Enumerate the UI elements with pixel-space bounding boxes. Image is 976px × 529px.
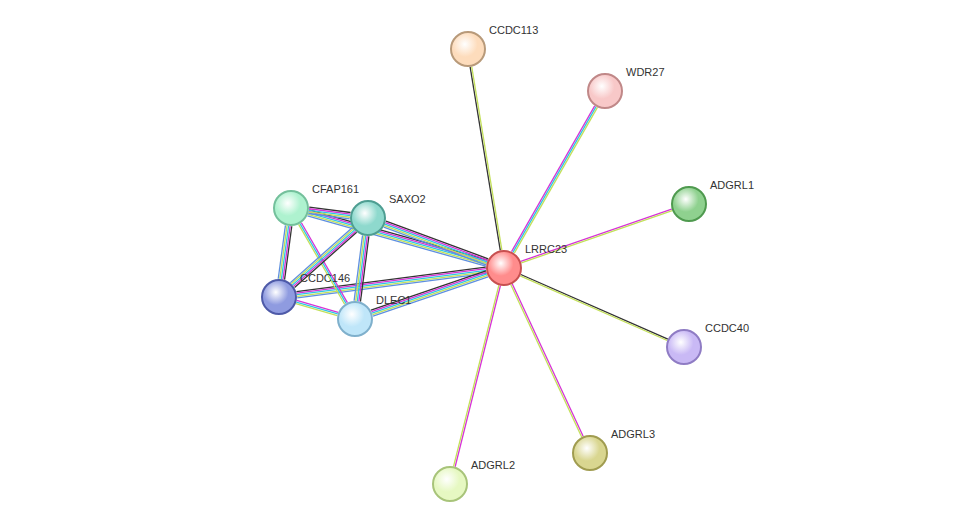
evidence-line — [281, 226, 288, 279]
protein-node: CCDC40 — [666, 329, 702, 365]
evidence-line — [297, 300, 338, 312]
evidence-line — [512, 284, 583, 436]
evidence-line — [280, 226, 287, 279]
protein-label: SAXO2 — [389, 192, 426, 206]
interaction-edge — [296, 300, 338, 315]
evidence-line — [372, 274, 487, 313]
evidence-line — [385, 223, 487, 261]
evidence-line — [385, 224, 487, 262]
interaction-edge — [512, 106, 598, 253]
evidence-line — [512, 106, 595, 252]
evidence-line — [454, 285, 499, 466]
evidence-line — [307, 216, 485, 266]
evidence-line — [296, 302, 337, 314]
protein-label: CCDC113 — [489, 23, 538, 37]
interaction-edge — [384, 221, 488, 265]
protein-node: ADGRL3 — [572, 435, 608, 471]
protein-label: ADGRL3 — [611, 427, 655, 441]
evidence-line — [296, 304, 337, 316]
protein-label: CCDC146 — [300, 271, 350, 285]
protein-node: CCDC146 — [261, 279, 297, 315]
evidence-line — [513, 107, 596, 253]
interaction-edge — [371, 271, 488, 316]
evidence-line — [354, 235, 362, 300]
evidence-line — [521, 211, 672, 263]
protein-label: LRRC23 — [525, 242, 567, 256]
protein-label: ADGRL2 — [471, 458, 515, 472]
evidence-line — [308, 214, 486, 264]
evidence-line — [384, 227, 486, 265]
evidence-line — [356, 236, 364, 301]
evidence-line — [521, 275, 668, 340]
interaction-edge — [470, 67, 502, 251]
interaction-edge — [308, 207, 350, 219]
protein-label: WDR27 — [626, 65, 665, 79]
interaction-edge — [307, 210, 487, 266]
evidence-line — [373, 275, 488, 314]
evidence-line — [308, 213, 349, 218]
protein-node: SAXO2 — [350, 200, 386, 236]
evidence-line — [371, 271, 486, 310]
evidence-line — [292, 230, 354, 285]
evidence-line — [295, 232, 357, 287]
evidence-line — [470, 67, 500, 250]
protein-node: ADGRL2 — [432, 466, 468, 502]
evidence-line — [511, 285, 582, 437]
evidence-line — [514, 107, 597, 253]
interaction-edge — [354, 235, 369, 301]
evidence-line — [373, 277, 488, 316]
protein-label: CCDC40 — [705, 321, 749, 335]
interaction-edge — [290, 228, 356, 288]
interaction-edge — [278, 225, 292, 279]
evidence-line — [472, 67, 502, 250]
protein-node: CCDC113 — [450, 31, 486, 67]
protein-label: CFAP161 — [312, 182, 359, 196]
interaction-edge — [521, 209, 673, 263]
protein-node: LRRC23 — [486, 250, 522, 286]
evidence-line — [294, 231, 356, 286]
protein-node: WDR27 — [587, 73, 623, 109]
evidence-line — [301, 223, 347, 303]
protein-label: DLEC1 — [376, 293, 411, 307]
evidence-line — [384, 226, 486, 264]
protein-node: CFAP161 — [273, 190, 309, 226]
interaction-edge — [299, 223, 348, 304]
protein-node: ADGRL1 — [671, 186, 707, 222]
evidence-line — [455, 286, 500, 467]
evidence-line — [278, 225, 285, 278]
evidence-line — [521, 209, 672, 261]
evidence-line — [300, 224, 346, 304]
evidence-line — [520, 276, 667, 341]
interaction-edge — [511, 284, 583, 437]
interaction-edge — [454, 285, 501, 466]
protein-label: ADGRL1 — [710, 178, 754, 192]
evidence-line — [372, 272, 487, 311]
evidence-line — [386, 221, 488, 259]
protein-node: DLEC1 — [337, 301, 373, 337]
interaction-edge — [520, 275, 668, 341]
